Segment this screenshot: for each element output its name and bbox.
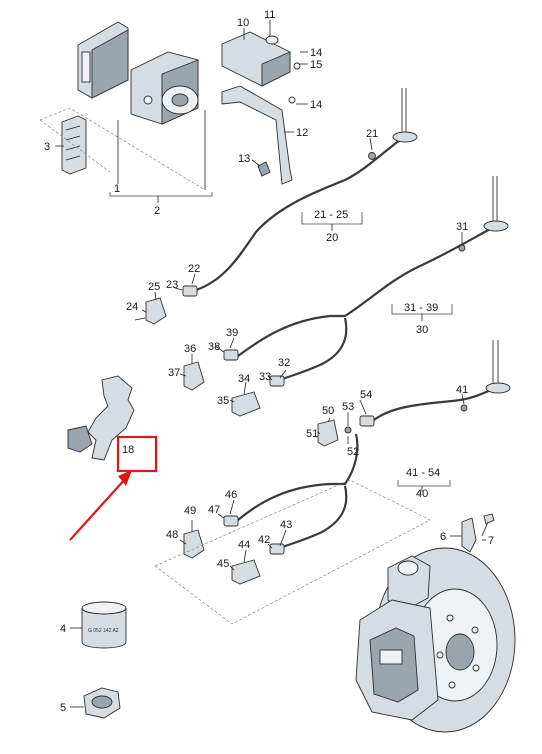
callout-45: 45: [217, 558, 229, 570]
callout-10: 10: [237, 17, 249, 29]
callout-21-25: 21 - 25: [314, 209, 348, 221]
sensor-wire-20: [134, 88, 418, 325]
callout-49: 49: [184, 505, 196, 517]
control-unit-10: [221, 31, 291, 87]
sleeve-4: G 052 142 A2: [70, 601, 127, 649]
callout-14a: 14: [310, 47, 322, 59]
callout-23: 23: [166, 279, 178, 291]
callout-48: 48: [166, 529, 178, 541]
callout-34: 34: [238, 373, 250, 385]
callout-39: 39: [226, 327, 238, 339]
callout-7: 7: [488, 535, 494, 547]
callout-53: 53: [342, 401, 354, 413]
callout-20: 20: [326, 232, 338, 244]
callout-41-54: 41 - 54: [406, 467, 440, 479]
callout-21: 21: [366, 128, 378, 140]
wheel-sensor-6: [450, 517, 477, 553]
callout-11: 11: [264, 9, 275, 21]
callout-51: 51: [306, 428, 318, 440]
callout-52: 52: [347, 446, 359, 458]
callout-5: 5: [60, 702, 66, 714]
bracket-18: [67, 375, 135, 461]
callout-50: 50: [322, 405, 334, 417]
callout-46: 46: [225, 489, 237, 501]
callout-12: 12: [296, 127, 308, 139]
callout-36: 36: [184, 343, 196, 355]
callout-41: 41: [456, 384, 468, 396]
callout-43: 43: [280, 519, 292, 531]
callout-32: 32: [278, 357, 290, 369]
callout-33: 33: [259, 371, 271, 383]
callout-25: 25: [148, 281, 160, 293]
callout-13: 13: [238, 153, 250, 165]
grommet-5: [70, 687, 121, 719]
callout-47: 47: [208, 504, 220, 516]
callout-6: 6: [440, 531, 446, 543]
callout-42: 42: [258, 534, 270, 546]
callout-38: 38: [208, 341, 220, 353]
callout-35: 35: [217, 395, 229, 407]
highlight-box-18: [116, 435, 158, 473]
sensor-wire-30: [183, 176, 509, 417]
callout-14b: 14: [310, 99, 322, 111]
callout-30: 30: [416, 324, 428, 336]
callout-54: 54: [360, 389, 372, 401]
callout-37: 37: [168, 367, 180, 379]
callout-22: 22: [188, 263, 200, 275]
callout-15: 15: [310, 59, 322, 71]
callout-1: 1: [114, 183, 120, 195]
abs-control-unit: [77, 21, 199, 125]
bolt-7: [481, 513, 495, 541]
callout-2: 2: [154, 205, 160, 217]
bracket-12: [221, 85, 293, 185]
part-marking: G 052 142 A2: [88, 628, 119, 634]
callout-3: 3: [44, 141, 50, 153]
callout-18: 18: [122, 444, 134, 456]
callout-40: 40: [416, 488, 428, 500]
brake-assembly: [355, 547, 516, 733]
callout-31: 31: [456, 221, 468, 233]
sensor-wire-40: [183, 340, 511, 585]
callout-31-39: 31 - 39: [404, 302, 438, 314]
callout-44: 44: [238, 539, 250, 551]
pointer-arrow: [69, 477, 127, 541]
callout-4: 4: [60, 623, 66, 635]
callout-24: 24: [126, 301, 138, 313]
